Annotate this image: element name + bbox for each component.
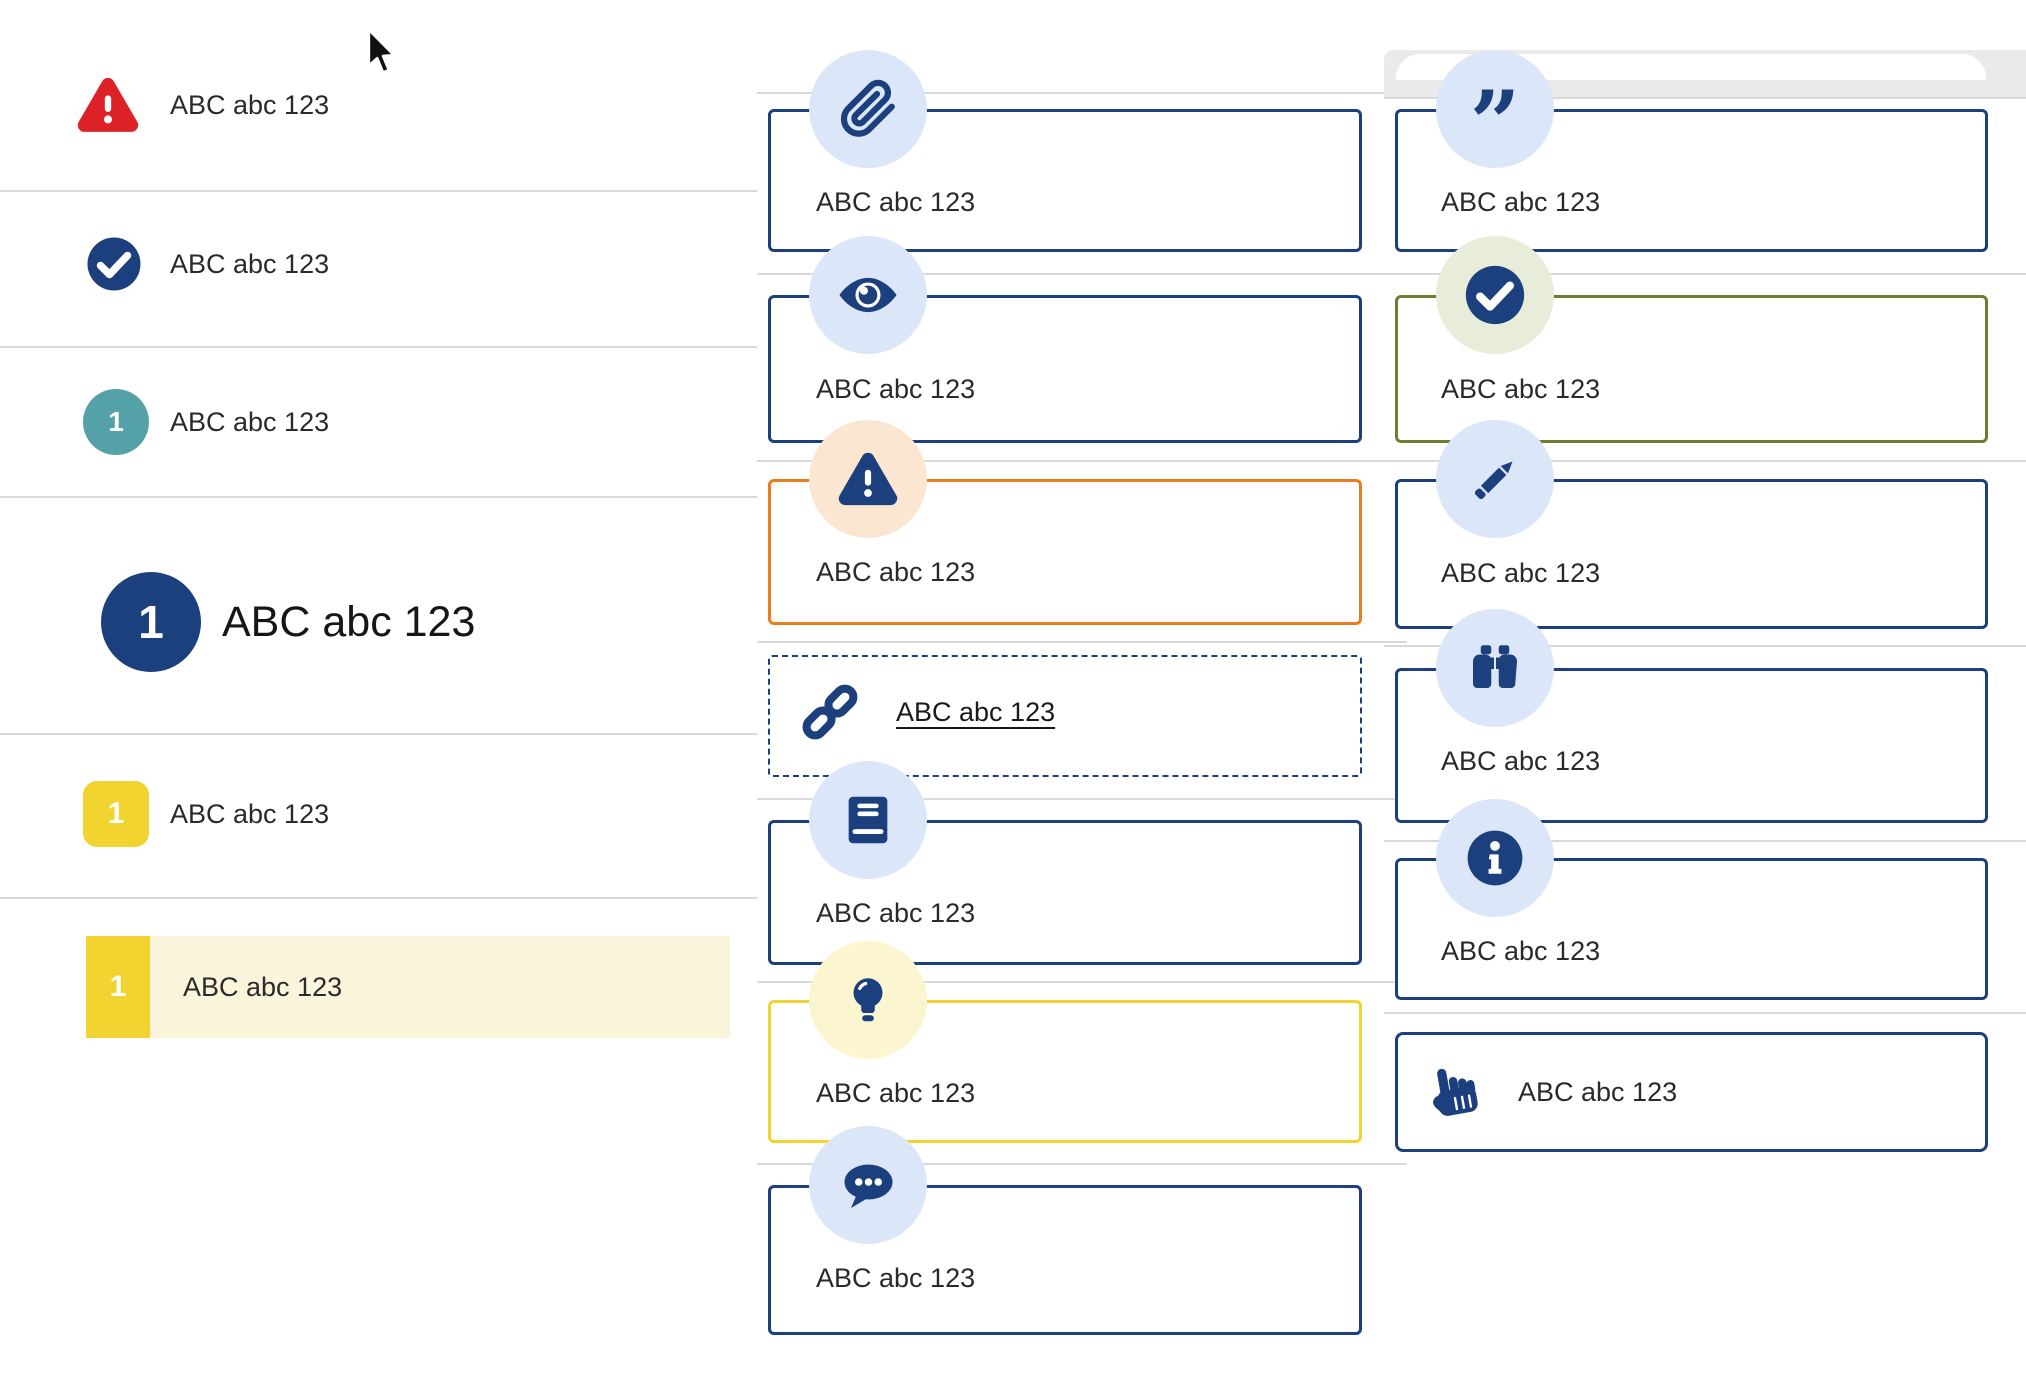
row-divider (757, 641, 1407, 643)
callout-box-warning (768, 479, 1362, 625)
warning-triangle-icon (76, 73, 140, 137)
row-divider (1384, 1012, 2026, 1014)
pencil-icon (1436, 420, 1554, 538)
left-list-divider (0, 897, 757, 899)
row-divider (1384, 97, 2026, 99)
list-item-label: ABC abc 123 (170, 799, 330, 829)
quote-glyph: ” (1469, 71, 1521, 175)
book-icon (809, 761, 927, 879)
callout-label: ABC abc 123 (1441, 936, 1601, 966)
list-item-label: ABC abc 123 (183, 972, 343, 1002)
paperclip-icon (809, 50, 927, 168)
check-circle-icon (1436, 236, 1554, 354)
row-divider (1384, 840, 2026, 842)
list-item-label: ABC abc 123 (170, 90, 330, 120)
warning-triangle-icon (809, 420, 927, 538)
check-circle-icon (84, 234, 144, 294)
numbered-badge-yellow-highlight: 1 (86, 936, 150, 1038)
left-list-divider (0, 346, 757, 348)
list-heading-label: ABC abc 123 (222, 598, 476, 646)
badge-number: 1 (108, 406, 124, 437)
row-divider (757, 798, 1407, 800)
numbered-badge-teal: 1 (83, 389, 149, 455)
callout-label: ABC abc 123 (816, 374, 976, 404)
numbered-badge-large: 1 (101, 572, 201, 672)
list-item-label: ABC abc 123 (170, 249, 330, 279)
chat-dots-icon (809, 1126, 927, 1244)
callout-box-chat (768, 1185, 1362, 1335)
callout-label: ABC abc 123 (1441, 374, 1601, 404)
left-list-divider (0, 190, 757, 192)
left-list-divider (0, 496, 757, 498)
hand-pointer-icon (1424, 1062, 1484, 1122)
callout-label: ABC abc 123 (816, 1078, 976, 1108)
row-divider (1384, 273, 2026, 275)
quote-icon: ” (1436, 50, 1554, 168)
link-icon (798, 680, 862, 744)
row-divider (757, 1163, 1407, 1165)
callout-box-eye (768, 295, 1362, 443)
callout-box-action (1395, 1032, 1988, 1152)
callout-box-link[interactable] (768, 655, 1362, 777)
binoculars-icon (1436, 609, 1554, 727)
eye-icon (809, 236, 927, 354)
callout-label: ABC abc 123 (1441, 187, 1601, 217)
callout-label: ABC abc 123 (1441, 558, 1601, 588)
badge-number: 1 (138, 596, 164, 648)
mouse-cursor (366, 28, 400, 83)
callout-label: ABC abc 123 (816, 557, 976, 587)
left-list-divider (0, 733, 757, 735)
callout-label: ABC abc 123 (1518, 1077, 1678, 1107)
callout-label: ABC abc 123 (816, 187, 976, 217)
row-divider (757, 273, 1407, 275)
row-divider (1384, 645, 2026, 647)
callout-label: ABC abc 123 (816, 898, 976, 928)
highlighted-row-background (86, 936, 730, 1038)
row-divider (1384, 460, 2026, 462)
callout-link[interactable]: ABC abc 123 (896, 697, 1056, 727)
info-circle-icon (1436, 799, 1554, 917)
row-divider (757, 460, 1407, 462)
row-divider (757, 981, 1407, 983)
lightbulb-icon (809, 941, 927, 1059)
badge-number: 1 (109, 970, 127, 1003)
list-item-label: ABC abc 123 (170, 407, 330, 437)
callout-label: ABC abc 123 (816, 1263, 976, 1293)
callout-label: ABC abc 123 (1441, 746, 1601, 776)
numbered-badge-yellow: 1 (83, 781, 149, 847)
row-divider (757, 92, 1407, 94)
badge-number: 1 (107, 797, 125, 830)
